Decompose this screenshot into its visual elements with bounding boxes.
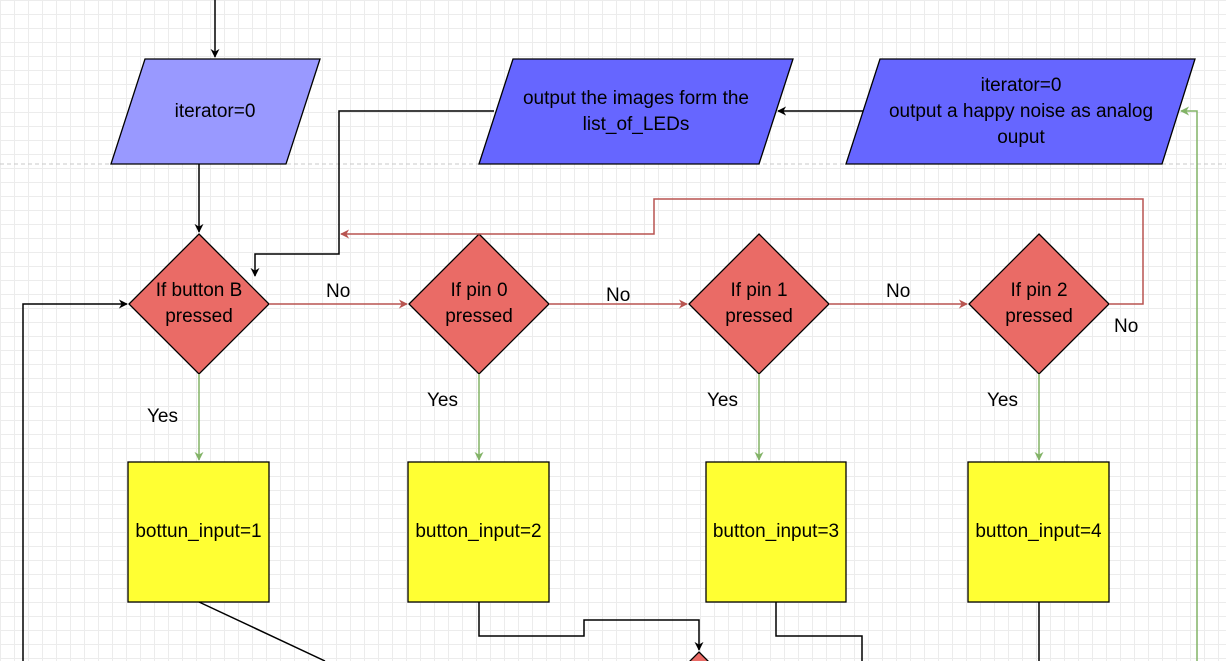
if-button-b-diamond[interactable] bbox=[128, 233, 270, 375]
edge-assign-1-down bbox=[198, 601, 326, 661]
assign-1-box[interactable] bbox=[127, 461, 270, 603]
edge-label-no-2: No bbox=[606, 285, 631, 306]
if-pin-1-diamond[interactable] bbox=[688, 233, 830, 375]
assign-3-box[interactable] bbox=[705, 461, 847, 603]
edge-green-into-noise bbox=[1180, 106, 1198, 661]
iterator-start-shape[interactable] bbox=[110, 58, 321, 165]
edge-assign-2-down bbox=[478, 602, 704, 651]
edge-label-yes-3: Yes bbox=[707, 390, 738, 411]
next-decision-diamond-partial bbox=[689, 651, 709, 661]
edge-label-no-3: No bbox=[886, 281, 911, 302]
edge-label-yes-2: Yes bbox=[427, 390, 458, 411]
assign-2-box[interactable] bbox=[407, 461, 550, 603]
edge-label-yes-4: Yes bbox=[987, 390, 1018, 411]
edge-label-no-4: No bbox=[1114, 316, 1139, 337]
edge-label-no-1: No bbox=[326, 281, 351, 302]
edge-assign-3-down bbox=[775, 602, 863, 661]
if-pin-2-diamond[interactable] bbox=[968, 233, 1110, 375]
edge-loop-back-to-button-b bbox=[22, 299, 128, 661]
output-images-shape[interactable] bbox=[478, 58, 794, 165]
happy-noise-shape[interactable] bbox=[845, 58, 1196, 165]
assign-4-box[interactable] bbox=[967, 461, 1110, 603]
edge-label-yes-1: Yes bbox=[147, 406, 178, 427]
if-pin-0-diamond[interactable] bbox=[408, 233, 550, 375]
edge-output-images-to-button-b bbox=[250, 110, 494, 277]
edge-no-pin-2-loop bbox=[340, 198, 1144, 305]
